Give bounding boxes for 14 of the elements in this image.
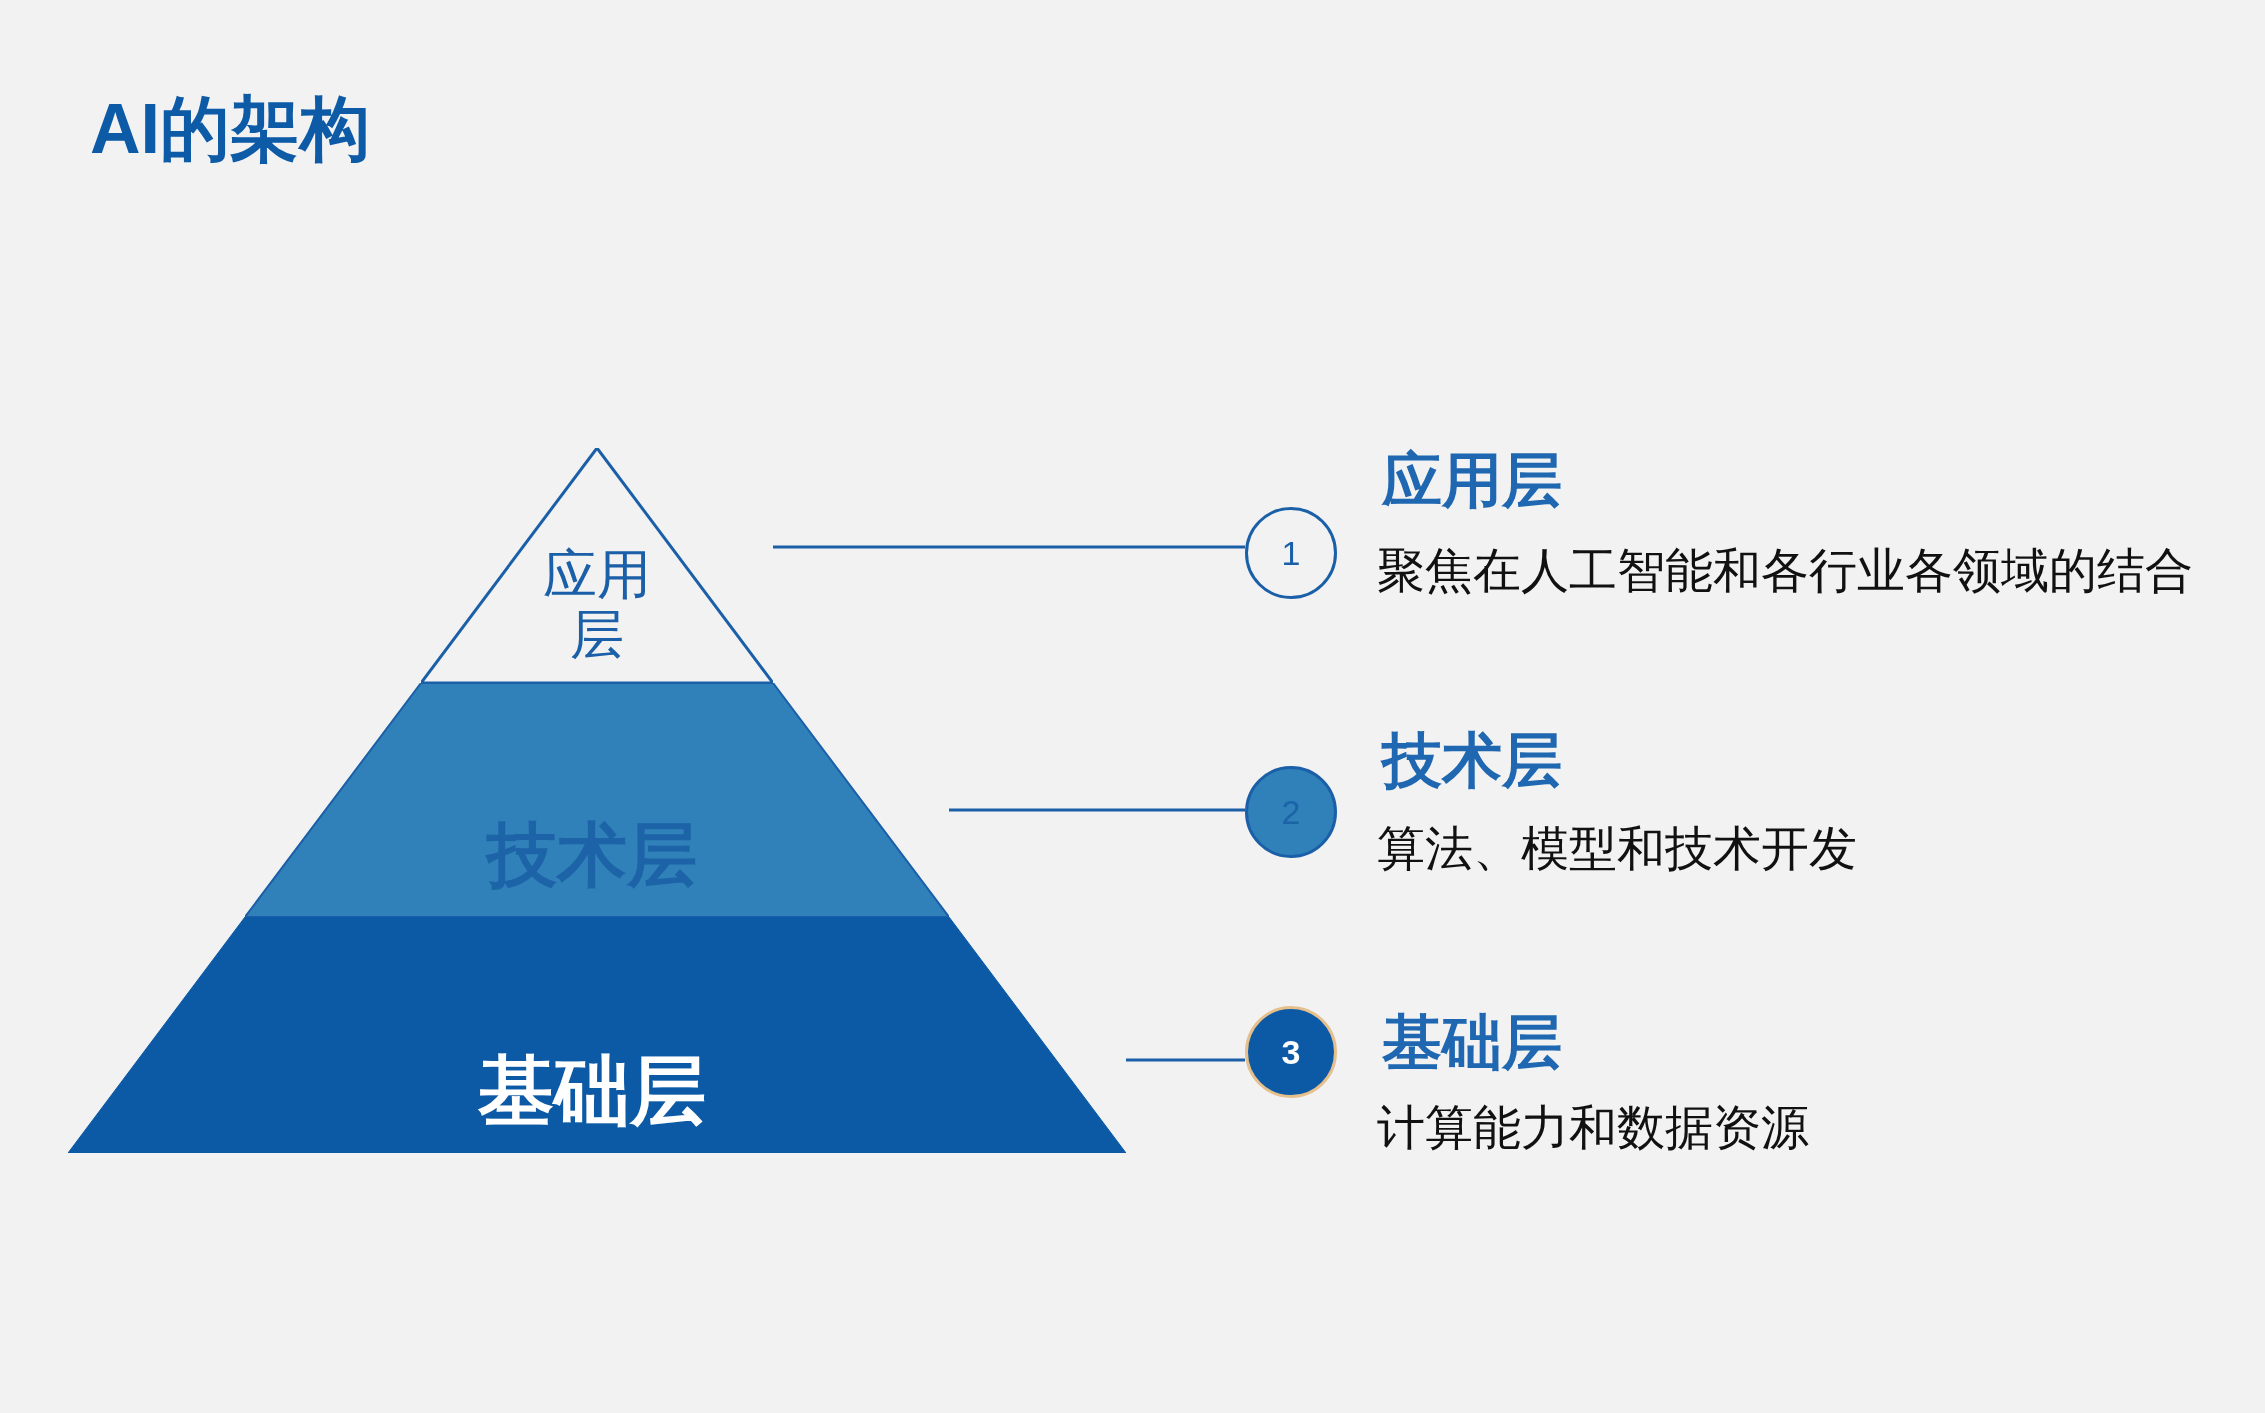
numbered-circle: 1 — [1245, 507, 1337, 599]
connector-line — [949, 808, 1245, 812]
layer-description: 算法、模型和技术开发 — [1377, 821, 1857, 878]
numbered-circle: 3 — [1245, 1006, 1337, 1098]
layer-description: 聚焦在人工智能和各行业各领域的结合 — [1377, 543, 2193, 600]
layer-description: 计算能力和数据资源 — [1377, 1100, 1809, 1157]
connector-line — [773, 545, 1245, 549]
layer-label: 应用层 — [542, 543, 652, 665]
connector-line — [1126, 1058, 1245, 1062]
layer-heading: 应用层 — [1382, 446, 1562, 516]
layer-heading: 技术层 — [1382, 726, 1562, 796]
layer-label: 基础层 — [478, 1047, 706, 1136]
page-title: AI的架构 — [90, 89, 370, 170]
layer-heading: 基础层 — [1382, 1008, 1562, 1078]
